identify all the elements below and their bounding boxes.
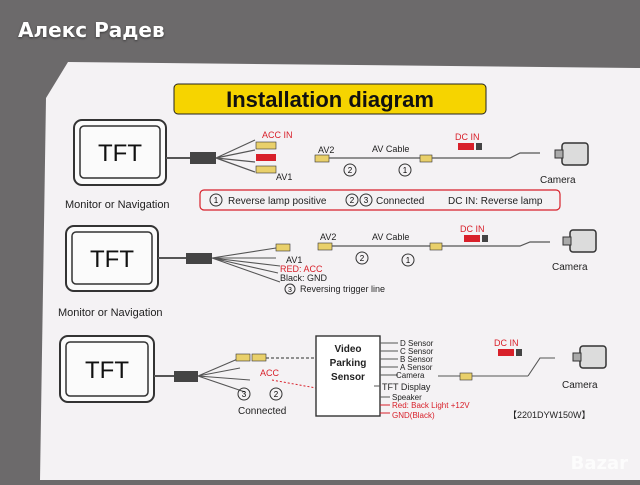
- sensor-d: D Sensor: [400, 339, 434, 348]
- av2-label-1: AV2: [318, 145, 334, 155]
- camera-label-1: Camera: [540, 175, 576, 186]
- marker-1-d1: 1: [403, 166, 408, 175]
- sensor-a: A Sensor: [400, 363, 433, 372]
- legend-item-23: Connected: [376, 196, 424, 207]
- instruction-card: Installation diagram TFT Monitor or Navi…: [40, 58, 640, 480]
- connector-2: [186, 253, 212, 264]
- av1-label-2: AV1: [286, 255, 302, 265]
- legend-box: [199, 189, 561, 211]
- camera-label-2: Camera: [552, 262, 588, 273]
- parking-sensor-box: [315, 335, 381, 417]
- marker-2-d1: 2: [348, 166, 353, 175]
- title-band: [173, 83, 487, 115]
- model-number: 【2201DYW150W】: [508, 410, 591, 420]
- marker-3-d3: 3: [242, 390, 247, 399]
- av-cable-label-1: AV Cable: [372, 144, 409, 154]
- legend-n1: 1: [214, 196, 219, 205]
- acc-label-3: ACC: [260, 368, 280, 378]
- marker-3-d2: 3: [288, 287, 292, 294]
- marker-2-d2: 2: [360, 254, 365, 263]
- monitor-3: [59, 335, 155, 403]
- gnd-label: GND(Black): [392, 411, 435, 420]
- legend-n3: 3: [364, 196, 369, 205]
- marker-1-d2: 1: [406, 256, 411, 265]
- marker-2-d3: 2: [274, 390, 279, 399]
- av-cable-label-2: AV Cable: [372, 232, 409, 242]
- connected-label: Connected: [238, 406, 286, 417]
- box-line-3: Sensor: [331, 372, 365, 383]
- camera-2: [569, 229, 597, 253]
- red-acc-label: RED: ACC: [280, 264, 323, 274]
- av1-label-1: AV1: [276, 172, 292, 182]
- back-light-label: Red: Back Light +12V: [392, 401, 470, 410]
- tft-label-1: TFT: [98, 140, 142, 167]
- tft-label-2: TFT: [90, 246, 134, 273]
- monitor-1-screen: [79, 125, 161, 179]
- monitor-caption-2: Monitor or Navigation: [58, 307, 163, 319]
- acc-in-label-1: ACC IN: [262, 130, 293, 140]
- legend-item-1: Reverse lamp positive: [228, 196, 327, 207]
- sensor-c: C Sensor: [400, 347, 434, 356]
- monitor-caption-1: Monitor or Navigation: [65, 199, 170, 211]
- legend-n2: 2: [350, 196, 355, 205]
- box-line-2: Parking: [330, 358, 367, 369]
- diagram-3: TFT ACC 3 2 Connected Video Parking Sens…: [59, 335, 607, 420]
- box-line-1: Video: [334, 344, 361, 355]
- legend-dc: DC IN: Reverse lamp: [448, 196, 543, 207]
- watermark-logo: Bazar: [570, 453, 628, 474]
- diagram-2: TFT Monitor or Navigation AV1 RED: ACC B…: [58, 224, 597, 319]
- av2-label-2: AV2: [320, 232, 336, 242]
- diagram-canvas: Installation diagram TFT Monitor or Navi…: [40, 62, 640, 480]
- connector-1: [190, 152, 216, 164]
- dc-in-label-1: DC IN: [455, 132, 480, 142]
- tft-label-3: TFT: [85, 357, 129, 384]
- diagram-1: TFT Monitor or Navigation ACC IN AV1 AV2…: [65, 119, 589, 211]
- trigger-label: Reversing trigger line: [300, 284, 385, 294]
- camera-label-3: Camera: [562, 380, 598, 391]
- dc-in-label-3: DC IN: [494, 338, 519, 348]
- sensor-b: B Sensor: [400, 355, 433, 364]
- speaker-label: Speaker: [392, 393, 422, 402]
- dc-in-label-2: DC IN: [460, 224, 485, 234]
- connector-3: [174, 371, 198, 382]
- overlay-title: Алекс Радев: [18, 18, 165, 42]
- black-gnd-label: Black: GND: [280, 273, 328, 283]
- camera-3: [579, 345, 607, 369]
- diagram-title: Installation diagram: [226, 87, 434, 112]
- camera-line-label: Camera: [396, 371, 425, 380]
- monitor-1: [73, 119, 167, 186]
- tft-display-label: TFT Display: [382, 382, 431, 392]
- camera-1: [561, 142, 589, 166]
